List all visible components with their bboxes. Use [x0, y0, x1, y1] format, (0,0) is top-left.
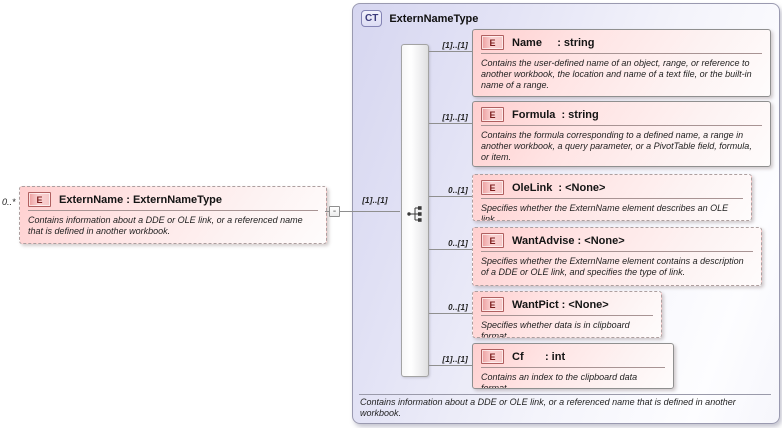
- formula-description: Contains the formula corresponding to a …: [481, 130, 752, 162]
- root-connector-line: [325, 211, 400, 212]
- olelink-header: E OleLink : <None>: [473, 175, 751, 197]
- cf-description: Contains an index to the clipboard data …: [481, 372, 638, 389]
- name-title: Name: [512, 36, 555, 49]
- cardinality-label-olelink: 0..[1]: [448, 186, 468, 195]
- cardinality-label-formula: [1]..[1]: [442, 113, 468, 122]
- wantadvise-header: E WantAdvise : <None>: [473, 228, 761, 250]
- element-icon: E: [481, 233, 504, 248]
- wantpict-title: WantPict: [512, 298, 559, 311]
- cf-type: : int: [544, 350, 566, 363]
- element-box-externname[interactable]: E ExternName : ExternNameType Contains i…: [19, 186, 327, 244]
- header-separator: [481, 53, 762, 54]
- olelink-description: Specifies whether the ExternName element…: [481, 203, 729, 221]
- branch-line: [429, 196, 472, 197]
- branch-line: [429, 365, 472, 366]
- externname-header: E ExternName : ExternNameType: [20, 187, 326, 209]
- cardinality-label-cf: [1]..[1]: [442, 355, 468, 364]
- branch-line: [429, 313, 472, 314]
- wantadvise-title: WantAdvise: [512, 234, 575, 247]
- complextype-header: CT ExternNameType: [361, 10, 478, 27]
- complextype-title: ExternNameType: [389, 12, 479, 25]
- header-separator: [481, 367, 665, 368]
- formula-title: Formula: [512, 108, 559, 121]
- element-box-formula[interactable]: E Formula : string Contains the formula …: [472, 101, 771, 167]
- header-separator: [481, 315, 653, 316]
- complextype-description: Contains information about a DDE or OLE …: [360, 397, 736, 418]
- wantpict-description: Specifies whether data is in clipboard f…: [481, 320, 630, 338]
- externname-title: ExternName : ExternNameType: [59, 193, 223, 206]
- cf-title: Cf: [512, 350, 542, 363]
- element-icon: E: [481, 349, 504, 364]
- olelink-type: : <None>: [558, 181, 606, 194]
- root-connector-cardinality: [1]..[1]: [362, 196, 388, 205]
- name-type: : string: [557, 36, 595, 49]
- collapse-toggle[interactable]: -: [329, 206, 340, 217]
- header-separator: [481, 125, 762, 126]
- element-icon: E: [28, 192, 51, 207]
- cardinality-label-wantadvise: 0..[1]: [448, 239, 468, 248]
- footer-separator: [359, 394, 771, 395]
- name-description: Contains the user-defined name of an obj…: [481, 58, 752, 90]
- header-separator: [481, 198, 743, 199]
- element-box-name[interactable]: E Name : string Contains the user-define…: [472, 29, 771, 97]
- branch-line: [429, 51, 472, 52]
- branch-line: [429, 249, 472, 250]
- wantpict-type: : <None>: [561, 298, 609, 311]
- olelink-title: OleLink: [512, 181, 556, 194]
- sequence-icon: [407, 206, 422, 222]
- element-icon: E: [481, 297, 504, 312]
- cardinality-label-wantpict: 0..[1]: [448, 303, 468, 312]
- branch-line: [429, 123, 472, 124]
- element-box-olelink[interactable]: E OleLink : <None> Specifies whether the…: [472, 174, 752, 221]
- formula-header: E Formula : string: [473, 102, 770, 124]
- element-box-wantpict[interactable]: E WantPict : <None> Specifies whether da…: [472, 291, 662, 338]
- cardinality-label-name: [1]..[1]: [442, 41, 468, 50]
- element-icon: E: [481, 107, 504, 122]
- formula-type: : string: [561, 108, 599, 121]
- wantadvise-type: : <None>: [577, 234, 625, 247]
- wantadvise-description: Specifies whether the ExternName element…: [481, 256, 744, 277]
- header-separator: [481, 251, 753, 252]
- externname-description: Contains information about a DDE or OLE …: [28, 215, 303, 236]
- complextype-box-externnametype[interactable]: CT ExternNameType [1]..[1] [1]..[1] 0..[…: [352, 3, 780, 424]
- name-header: E Name : string: [473, 30, 770, 52]
- element-box-wantadvise[interactable]: E WantAdvise : <None> Specifies whether …: [472, 227, 762, 286]
- wantpict-header: E WantPict : <None>: [473, 292, 661, 314]
- root-cardinality-label: 0..*: [2, 197, 16, 207]
- element-icon: E: [481, 180, 504, 195]
- element-box-cf[interactable]: E Cf : int Contains an index to the clip…: [472, 343, 674, 389]
- header-separator: [28, 210, 318, 211]
- sequence-compositor-bar[interactable]: [401, 44, 429, 377]
- complextype-icon: CT: [361, 10, 383, 27]
- cf-header: E Cf : int: [473, 344, 673, 366]
- element-icon: E: [481, 35, 504, 50]
